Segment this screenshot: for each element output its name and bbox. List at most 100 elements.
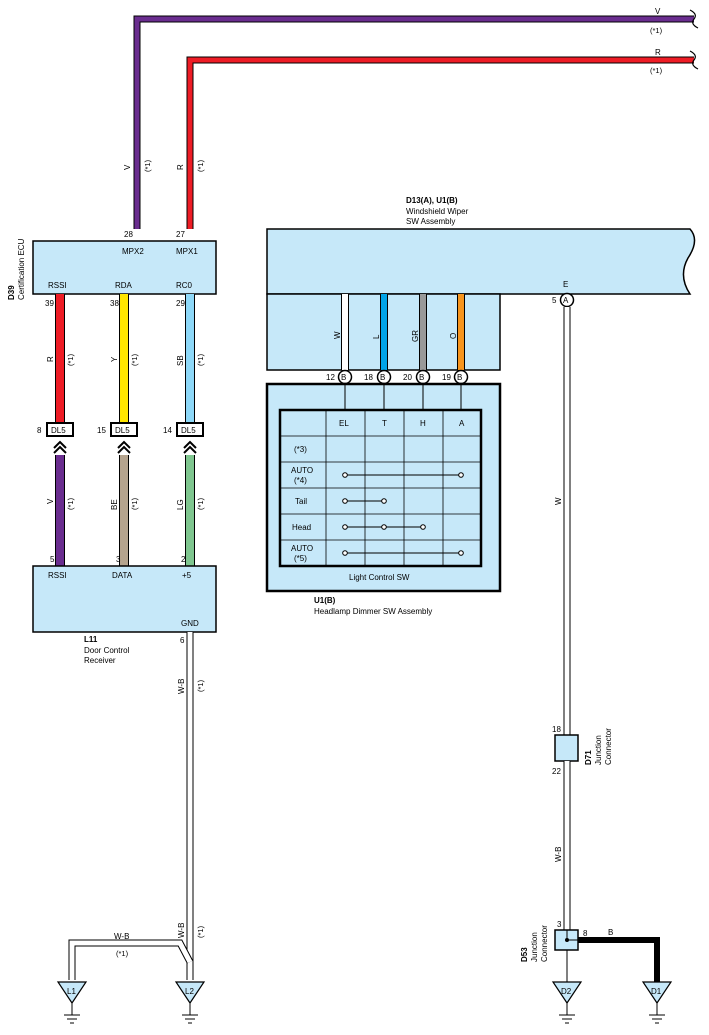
svg-text:19: 19 (442, 373, 451, 382)
rc0-upper-note: (*1) (196, 353, 205, 366)
internal-wire-l-label: L (372, 334, 381, 339)
u1-code: U1(B) (314, 596, 336, 605)
d53-pin-right: 8 (583, 929, 588, 938)
row-2-label2: (*4) (294, 476, 307, 485)
row-5-label1: AUTO (291, 544, 313, 553)
d13-code: D13(A), U1(B) (406, 196, 458, 205)
row-5-label2: (*5) (294, 554, 307, 563)
rssi-lower-color: V (46, 498, 55, 504)
svg-text:20: 20 (403, 373, 412, 382)
d39-code: D39 (7, 285, 16, 300)
l11-pin-5-name: RSSI (48, 571, 67, 580)
d39-pin-39-name: RSSI (48, 281, 67, 290)
l11-pin-6-name: GND (181, 619, 199, 628)
d13-pin-e-connector: A 5 (552, 292, 575, 308)
col-h-header: H (420, 419, 426, 428)
dl5-connector-3: DL5 14 (163, 422, 204, 454)
gnd-bottom-wire-note: (*1) (196, 925, 205, 938)
row-auto5-continuity (342, 550, 464, 556)
l11-name-line1: Door Control (84, 646, 130, 655)
top-red-wire-note: (*1) (650, 66, 663, 75)
d39-pin-38-num: 38 (110, 299, 119, 308)
internal-wire-w-label: W (333, 331, 342, 339)
rc0-lower-color: LG (176, 499, 185, 510)
gnd-wire-note: (*1) (196, 679, 205, 692)
d53-code: D53 (520, 947, 529, 962)
d13-windshield-wiper-box (266, 228, 696, 295)
l11-pin-2-num: 2 (181, 555, 186, 564)
svg-text:B: B (419, 373, 424, 382)
d39-pin-29-num: 29 (176, 299, 185, 308)
l1-ground-branch-wire (68, 939, 194, 980)
rc0-upper-color: SB (176, 355, 185, 366)
d53-name-line2: Connector (540, 925, 549, 962)
d71-pin-bottom: 22 (552, 767, 561, 776)
rda-upper-note: (*1) (130, 353, 139, 366)
col-a-header: A (459, 419, 465, 428)
svg-text:B: B (457, 373, 462, 382)
svg-text:12: 12 (326, 373, 335, 382)
d39-name: Certification ECU (17, 238, 26, 300)
d71-junction-connector-box (554, 734, 579, 762)
col-t-header: T (382, 419, 387, 428)
d39-pin-28-num: 28 (124, 230, 133, 239)
rssi-lower-note: (*1) (66, 497, 75, 510)
top-red-wire-color: R (655, 48, 661, 57)
l1-wire-color: W-B (114, 932, 129, 941)
top-violet-wire-note: (*1) (650, 26, 663, 35)
d53-pin-top: 3 (557, 920, 562, 929)
rssi-upper-color: R (46, 356, 55, 362)
l11-name-line2: Receiver (84, 656, 116, 665)
d13-name-line1: Windshield Wiper (406, 207, 469, 216)
internal-wire-o-label: O (449, 333, 458, 339)
l11-pin-3-name: DATA (112, 571, 133, 580)
svg-text:B: B (380, 373, 385, 382)
d53-junction-dot (565, 938, 569, 942)
ground-d2-icon (551, 981, 583, 1024)
l11-code: L11 (84, 635, 98, 644)
row-1-label: (*3) (294, 445, 307, 454)
u1-name: Headlamp Dimmer SW Assembly (314, 607, 432, 616)
dl5-2-pin: 15 (97, 426, 106, 435)
row-3-label: Tail (295, 497, 307, 506)
u1-pin-12: B 12 (326, 369, 353, 385)
row-2-label1: AUTO (291, 466, 313, 475)
top-violet-wire-color: V (655, 7, 661, 16)
d13-pin-e-name: E (563, 280, 568, 289)
d53-to-d1-wire (578, 937, 660, 982)
rc0-lower-note: (*1) (196, 497, 205, 510)
internal-wire-gr-label: GR (411, 330, 420, 342)
row-tail-continuity (342, 498, 387, 504)
d13-name-line2: SW Assembly (406, 217, 455, 226)
ground-l1-label: L1 (67, 987, 76, 996)
dl5-2-label: DL5 (115, 426, 130, 435)
ground-l2-label: L2 (185, 987, 194, 996)
l11-door-control-receiver-box (32, 565, 217, 633)
row-head-continuity (342, 524, 426, 530)
gnd-wire-color: W-B (177, 679, 186, 694)
d53-name-line1: Junction (530, 932, 539, 962)
svg-text:B: B (341, 373, 346, 382)
dl5-1-pin: 8 (37, 426, 42, 435)
light-control-table (278, 408, 483, 568)
d71-name-line2: Connector (604, 728, 613, 765)
ground-d1-icon (641, 981, 673, 1024)
dl5-connector-2: DL5 15 (97, 422, 138, 454)
light-control-title: Light Control SW (349, 573, 410, 582)
top-red-wire (186, 50, 699, 229)
l11-pin-3-num: 3 (116, 555, 121, 564)
mpx2-wire-color: V (123, 164, 132, 170)
d39-pin-29-name: RC0 (176, 281, 193, 290)
u1-pin-19: B 19 (442, 369, 469, 385)
d71-name-line1: Junction (594, 735, 603, 765)
u1-pin-20: B 20 (403, 369, 431, 385)
ground-l2-icon (174, 981, 206, 1024)
rda-lower-note: (*1) (130, 497, 139, 510)
svg-text:5: 5 (552, 296, 557, 305)
ground-d1-label: D1 (651, 987, 662, 996)
top-violet-wire (133, 9, 699, 229)
mpx1-wire-note: (*1) (196, 159, 205, 172)
row-auto4-continuity (342, 472, 464, 478)
mpx1-wire-color: R (176, 164, 185, 170)
